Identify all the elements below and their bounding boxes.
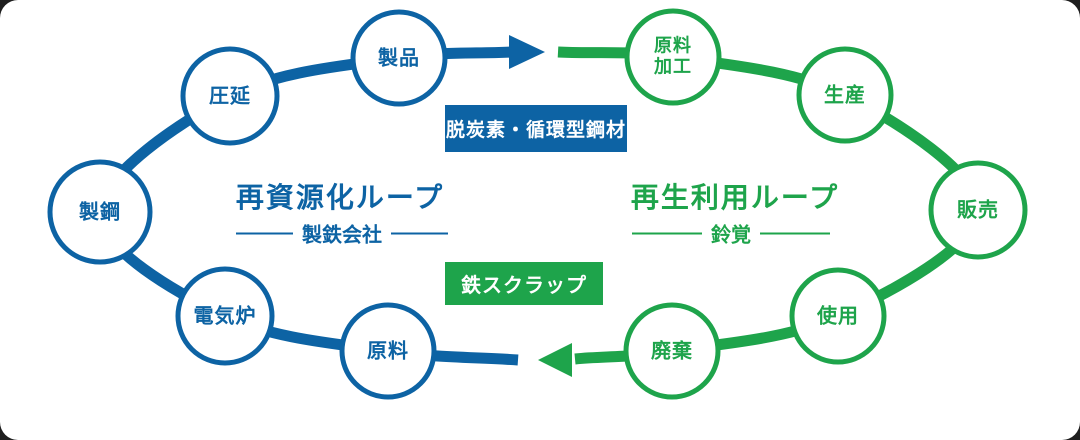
node-label-shiyou: 使用 — [817, 303, 859, 328]
node-label-seisan: 生産 — [824, 82, 866, 107]
node-label-genryou: 原料 — [367, 338, 409, 363]
node-label-seikou: 製鋼 — [79, 199, 121, 224]
node-circle-genryou — [339, 302, 437, 400]
node-circle-seikou — [47, 159, 153, 265]
subtitle-rule-left — [632, 232, 702, 234]
subtitle-rule-right — [760, 232, 830, 234]
node-label-hanbai: 販売 — [957, 197, 999, 222]
bottom-flow-badge: 鉄スクラップ — [445, 262, 603, 305]
left-arrow-icon — [538, 343, 572, 377]
node-circle-denkiro — [175, 266, 275, 366]
right-loop-subtitle: 鈴覚 — [632, 219, 830, 248]
right-loop-subtitle-text: 鈴覚 — [711, 222, 751, 247]
node-label-denkiro: 電気炉 — [193, 303, 257, 328]
node-label-genryou-kakou: 原料 加工 — [654, 35, 692, 77]
subtitle-rule-right — [391, 232, 448, 234]
left-loop-title: 再資源化ループ — [235, 181, 445, 214]
left-loop-subtitle: 製鉄会社 — [236, 219, 448, 248]
node-circle-haiki — [623, 302, 721, 400]
node-circle-hanbai — [928, 160, 1028, 260]
node-label-haiki: 廃棄 — [651, 338, 693, 363]
left-loop-subtitle-text: 製鉄会社 — [302, 222, 382, 247]
top-flow-badge: 脱炭素・循環型鋼材 — [445, 105, 627, 152]
right-loop-title: 再生利用ループ — [630, 181, 840, 214]
node-circle-seihin — [350, 9, 448, 107]
subtitle-rule-left — [236, 232, 293, 234]
node-circle-seisan — [796, 46, 894, 144]
right-arrow-icon — [509, 35, 545, 69]
node-label-seihin: 製品 — [378, 45, 420, 70]
node-circle-shiyou — [789, 267, 887, 365]
node-circle-atsuen — [180, 46, 280, 146]
node-label-atsuen: 圧延 — [209, 83, 251, 108]
node-circle-genryou-kakou — [624, 8, 722, 106]
